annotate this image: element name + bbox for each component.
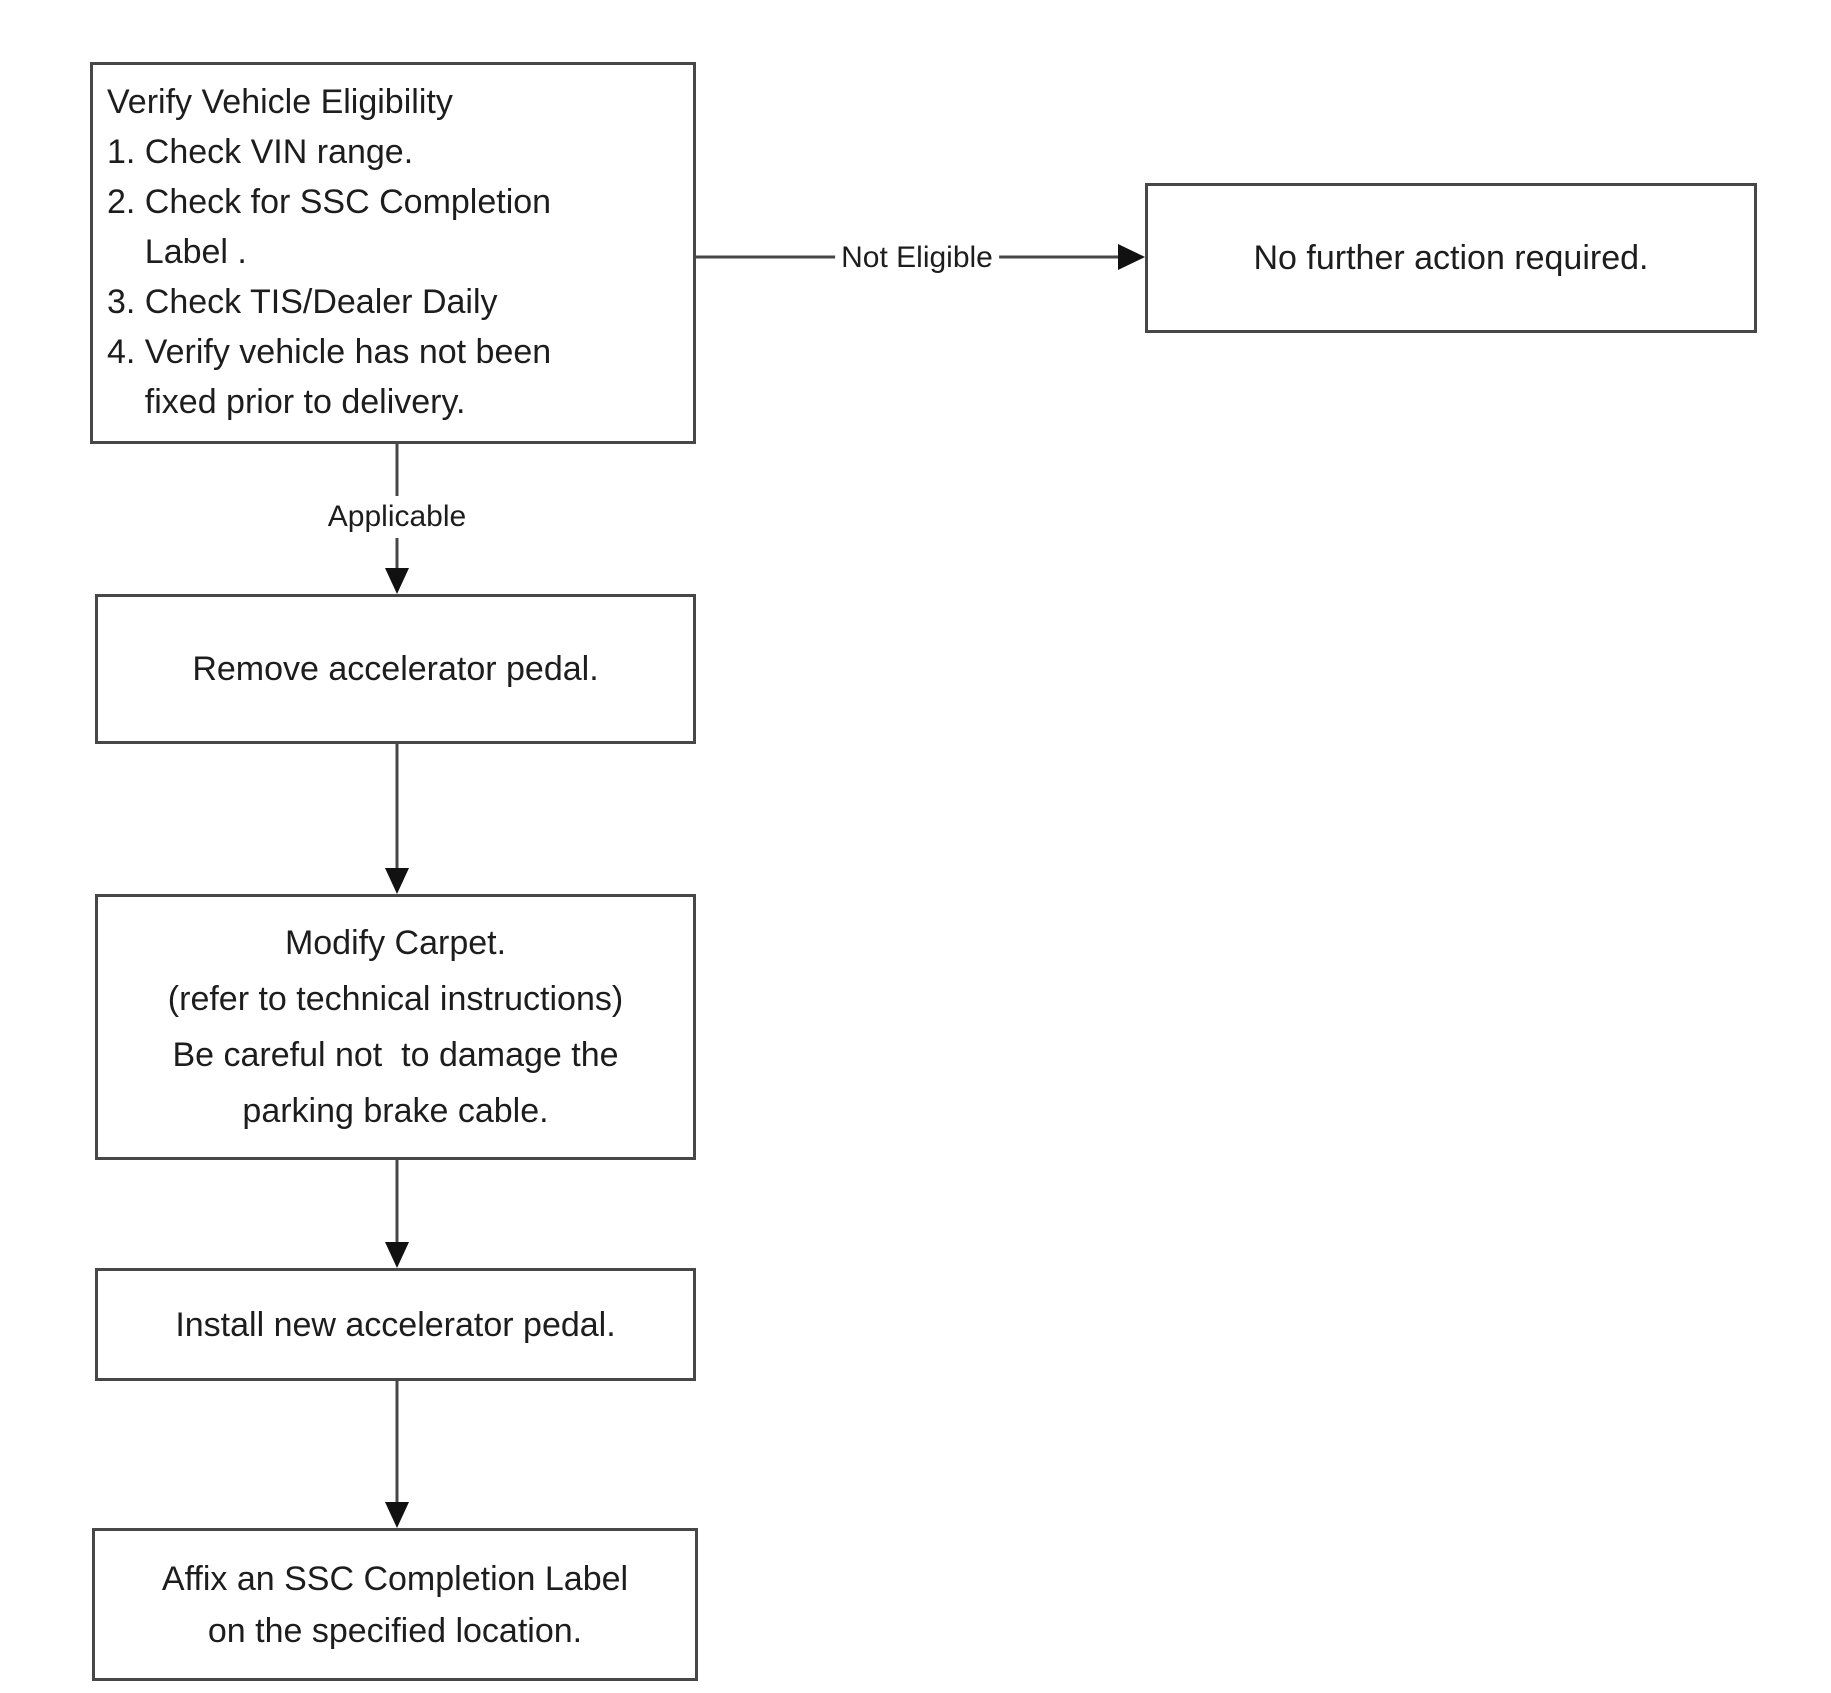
edge-modify-to-install-arrowhead: [385, 1242, 409, 1268]
edge-install-to-affix-arrowhead: [385, 1502, 409, 1528]
flow-box-affix-ssc-completion-label: Affix an SSC Completion Label on the spe…: [92, 1528, 698, 1681]
flow-box-remove-accelerator-pedal: Remove accelerator pedal.: [95, 594, 696, 744]
edge-not-eligible-arrowhead: [1118, 244, 1145, 270]
edge-applicable-arrowhead: [385, 568, 409, 594]
edge-label-not-eligible: Not Eligible: [835, 237, 999, 279]
flow-box-install-new-accelerator-pedal: Install new accelerator pedal.: [95, 1268, 696, 1381]
edge-label-applicable: Applicable: [321, 496, 473, 538]
edge-remove-to-modify-arrowhead: [385, 868, 409, 894]
flow-box-modify-carpet: Modify Carpet. (refer to technical instr…: [95, 894, 696, 1160]
flow-box-verify-vehicle-eligibility: Verify Vehicle Eligibility 1. Check VIN …: [90, 62, 696, 444]
flow-box-no-further-action: No further action required.: [1145, 183, 1757, 333]
